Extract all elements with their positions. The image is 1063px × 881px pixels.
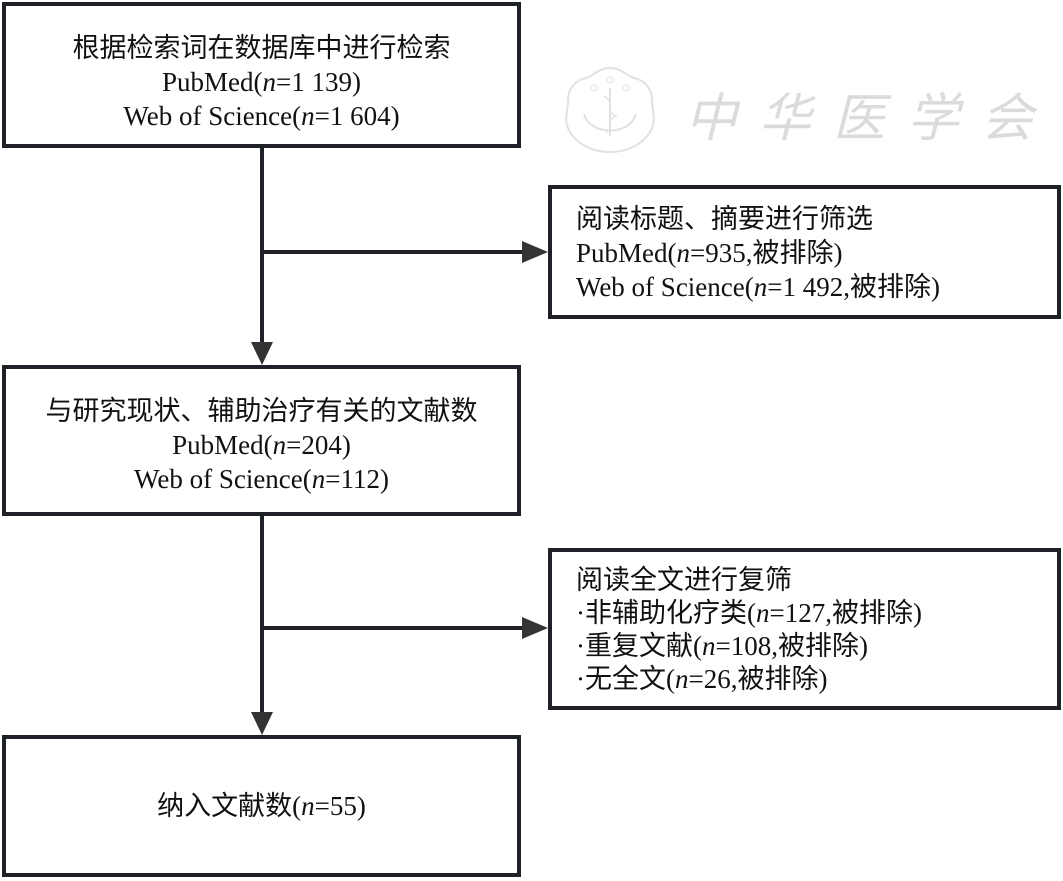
node-line-pubmed: PubMed(n=204)	[172, 430, 351, 460]
edge-relevant-to-fulltext	[262, 617, 548, 639]
node-title: 阅读全文进行复筛	[576, 565, 792, 595]
edge-search-to-screen-title	[262, 241, 548, 263]
node-included-literature: 纳入文献数(n=55)	[2, 735, 521, 877]
node-line-wos: Web of Science(n=1 492,被排除)	[576, 272, 940, 302]
arrowhead-down-icon	[251, 712, 273, 735]
arrowhead-right-icon	[522, 617, 548, 639]
node-title: 根据检索词在数据库中进行检索	[72, 33, 451, 63]
node-line-wos: Web of Science(n=112)	[134, 464, 389, 494]
node-title: 与研究现状、辅助治疗有关的文献数	[45, 396, 478, 426]
edge-relevant-to-included	[251, 516, 273, 735]
arrowhead-right-icon	[522, 241, 548, 263]
node-line-exclusion: ·无全文(n=26,被排除)	[576, 664, 828, 694]
node-line-pubmed: PubMed(n=1 139)	[162, 67, 361, 97]
node-line-pubmed: PubMed(n=935,被排除)	[576, 238, 843, 268]
node-database-search: 根据检索词在数据库中进行检索 PubMed(n=1 139) Web of Sc…	[2, 2, 521, 148]
arrowhead-down-icon	[251, 342, 273, 365]
edge-search-to-relevant	[251, 148, 273, 365]
node-line-included: 纳入文献数(n=55)	[157, 791, 366, 821]
node-line-exclusion: ·非辅助化疗类(n=127,被排除)	[576, 598, 922, 628]
watermark: 中华医学会	[560, 62, 1033, 158]
node-title-abstract-screening: 阅读标题、摘要进行筛选 PubMed(n=935,被排除) Web of Sci…	[548, 185, 1061, 319]
watermark-text: 中华医学会	[685, 89, 1056, 149]
node-title: 阅读标题、摘要进行筛选	[576, 204, 873, 234]
node-line-wos: Web of Science(n=1 604)	[123, 101, 400, 131]
node-fulltext-screening: 阅读全文进行复筛 ·非辅助化疗类(n=127,被排除) ·重复文献(n=108,…	[548, 548, 1061, 710]
node-relevant-literature: 与研究现状、辅助治疗有关的文献数 PubMed(n=204) Web of Sc…	[2, 365, 521, 516]
chinese-medical-association-emblem-icon	[565, 66, 655, 154]
node-line-exclusion: ·重复文献(n=108,被排除)	[576, 631, 868, 661]
